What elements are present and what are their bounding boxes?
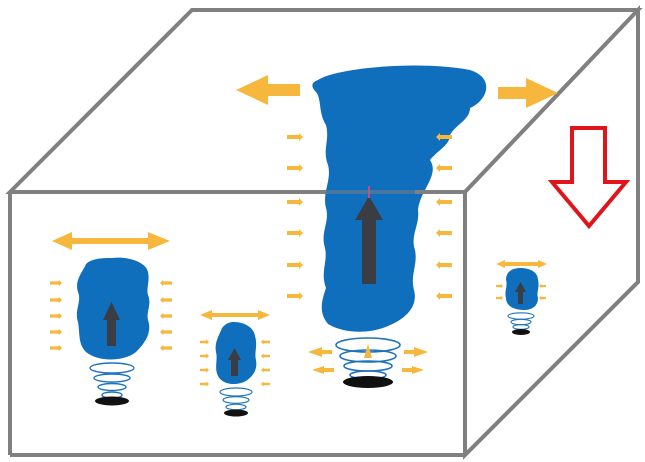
back-right-plume-updraft-arrow-shaft — [518, 290, 523, 304]
middle-plume-outflow-arrow — [200, 310, 270, 320]
inflow-arrow — [261, 381, 270, 386]
inflow-arrow — [436, 261, 452, 269]
inflow-arrow — [50, 345, 62, 351]
box-wireframe — [10, 10, 638, 455]
inflow-arrow — [50, 313, 62, 319]
back-right-plume-heat-source — [512, 329, 530, 335]
inflow-arrow — [160, 313, 172, 319]
inflow-arrow — [160, 297, 172, 303]
inflow-arrow — [160, 280, 172, 286]
inflow-arrow — [50, 280, 62, 286]
large-plume-updraft-arrow-shaft — [362, 216, 376, 284]
inflow-arrow — [160, 329, 172, 335]
inflow-arrow — [287, 229, 303, 237]
inflow-arrow — [287, 261, 303, 269]
left-plume-updraft-arrow-shaft — [107, 318, 116, 346]
inflow-arrow — [261, 353, 270, 358]
inflow-arrow — [436, 198, 452, 206]
middle-plume-updraft-arrow-shaft — [231, 358, 238, 376]
left-thermal-plume — [50, 232, 172, 406]
inflow-arrow — [200, 381, 209, 386]
large-thermal-plume — [312, 65, 486, 331]
inflow-arrow — [200, 353, 209, 358]
left-plume-outflow-arrow — [52, 232, 170, 250]
inflow-arrow — [436, 229, 452, 237]
large-plume-heat-source — [343, 376, 393, 388]
large-plume-vortex-inflow — [308, 344, 428, 374]
inflow-arrow — [436, 292, 452, 300]
inflow-arrow — [50, 329, 62, 335]
inflow-arrow — [50, 297, 62, 303]
inflow-arrow — [287, 198, 303, 206]
inflow-arrow — [160, 345, 172, 351]
middle-plume-vortex — [220, 388, 252, 410]
left-plume-heat-source — [95, 397, 129, 406]
inflow-arrow — [261, 367, 270, 372]
middle-plume-heat-source — [224, 410, 248, 417]
left-plume-vortex — [90, 363, 134, 398]
middle-thermal-plume — [200, 310, 270, 417]
inflow-arrow — [200, 339, 209, 344]
inflow-arrow — [261, 339, 270, 344]
inflow-arrow — [287, 292, 303, 300]
large-plume-body — [312, 65, 486, 331]
inflow-arrow — [200, 367, 209, 372]
